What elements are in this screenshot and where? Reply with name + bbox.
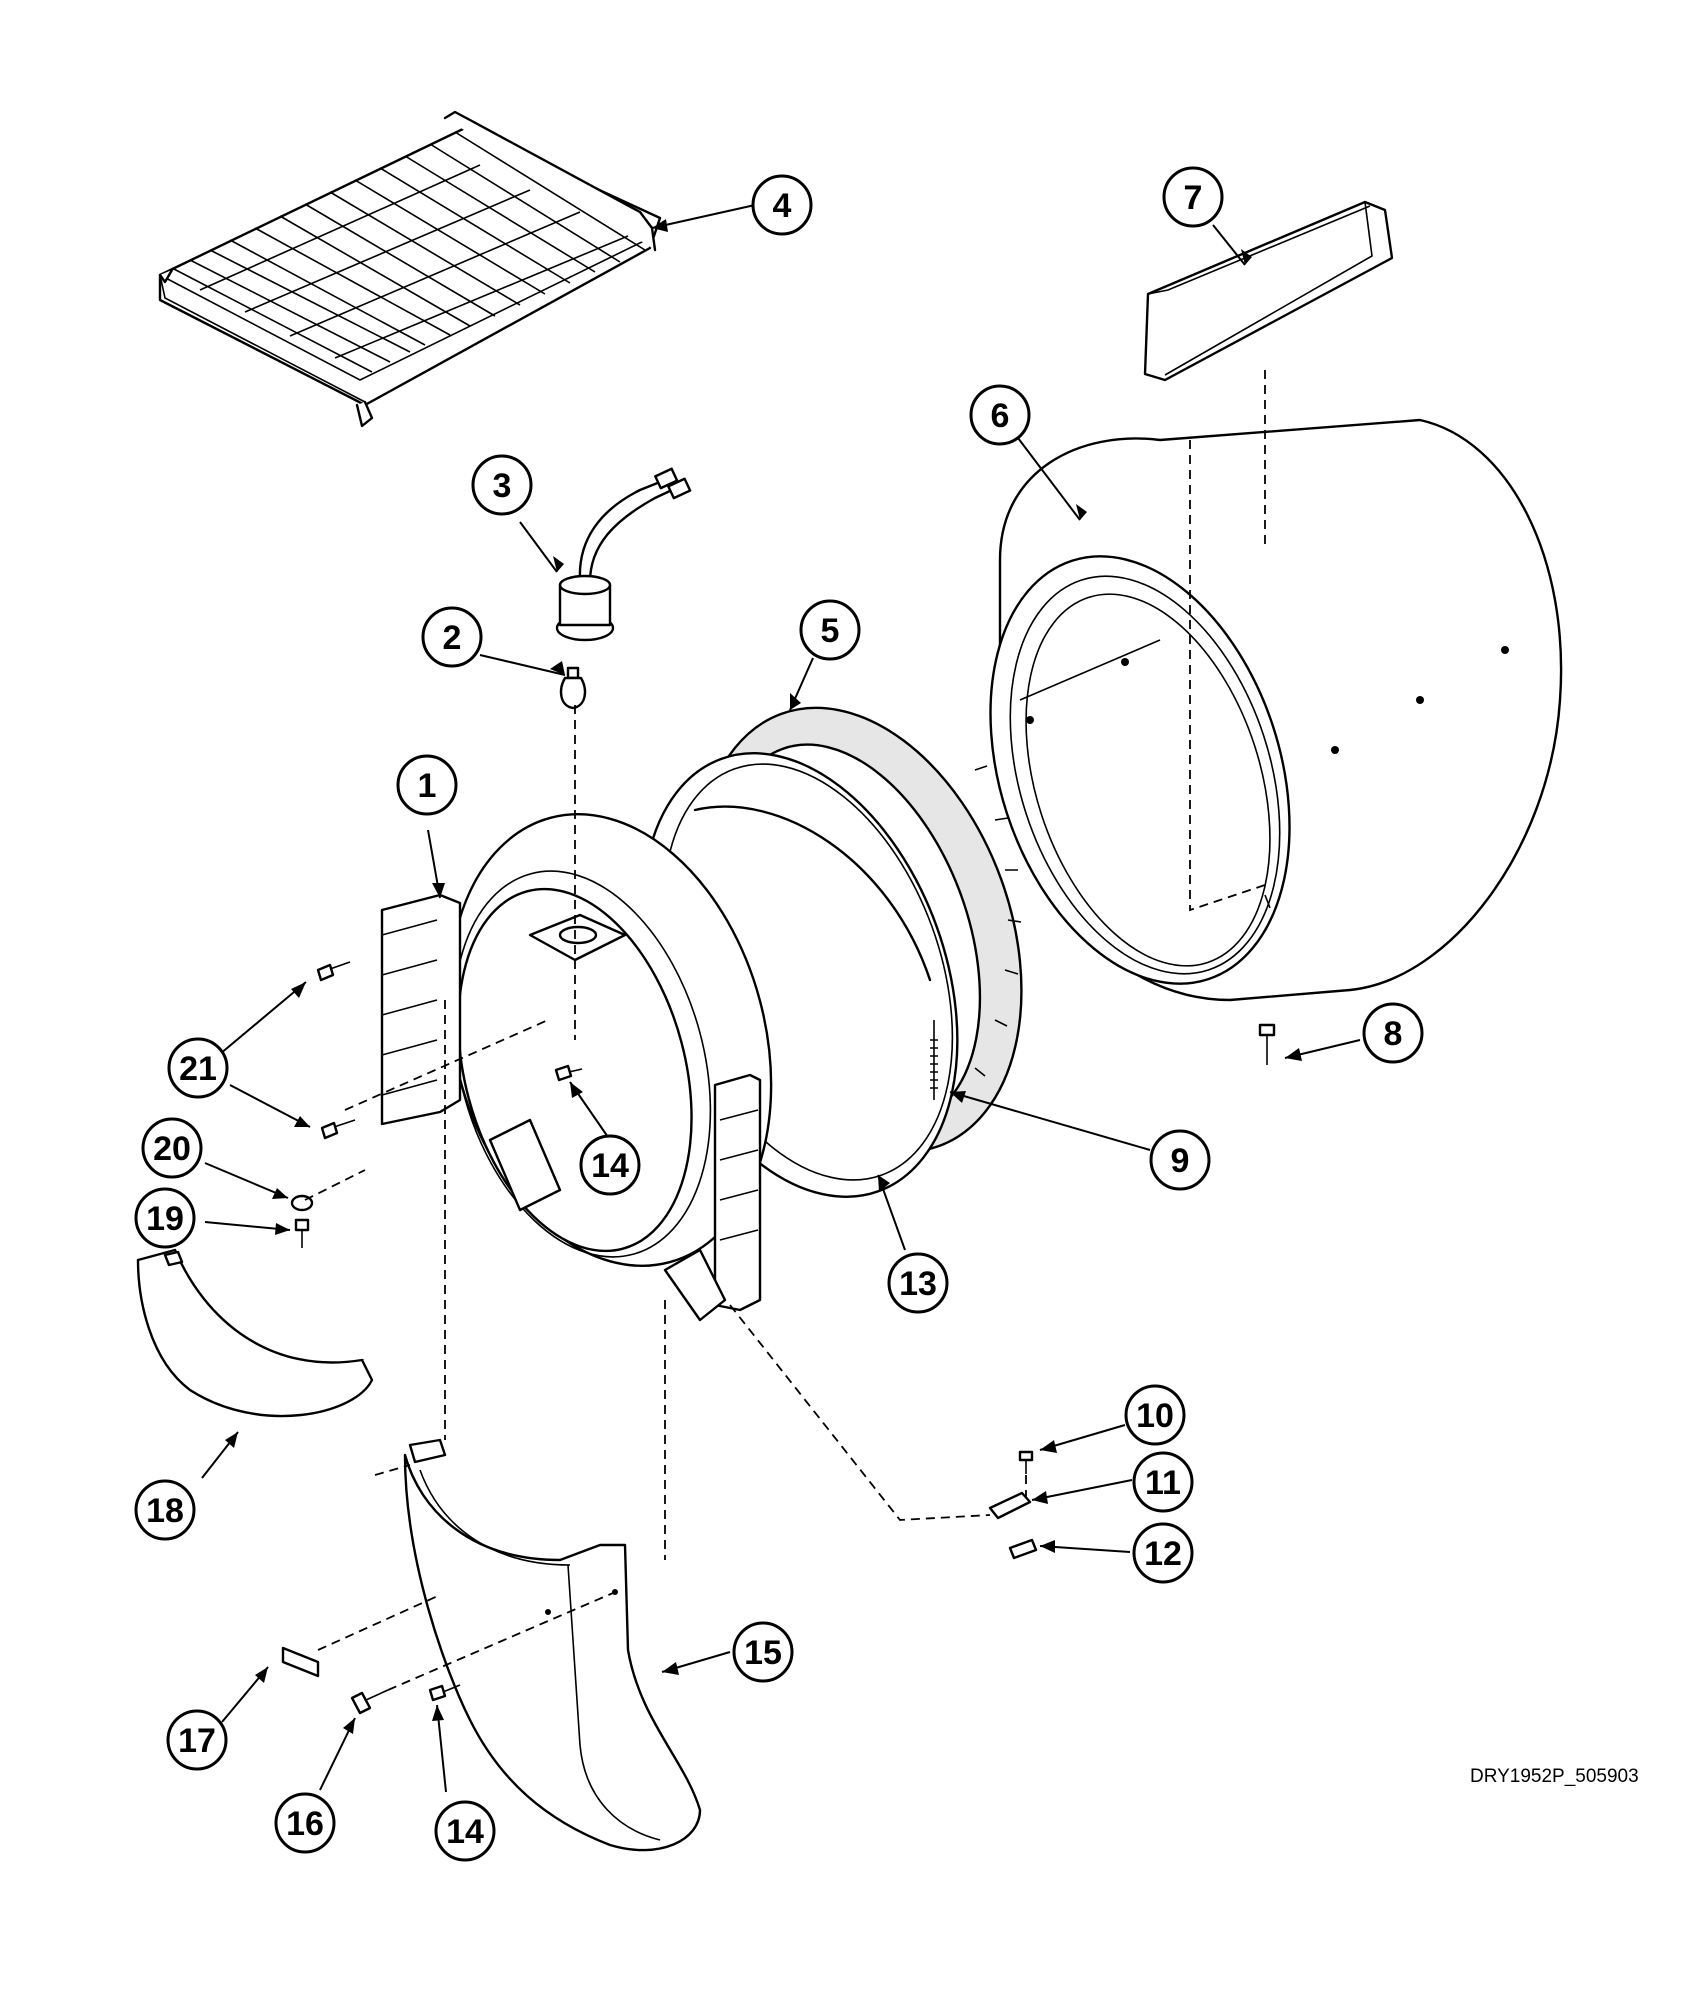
callout-label: 18 [146, 1492, 184, 1530]
callout-6: 6 [969, 384, 1031, 446]
screw-14-upper [554, 1064, 583, 1082]
callout-11: 11 [1132, 1451, 1194, 1513]
callout-label: 15 [744, 1634, 782, 1672]
callout-20: 20 [141, 1117, 203, 1179]
callout-label: 11 [1145, 1464, 1181, 1502]
callout-label: 16 [286, 1805, 324, 1843]
callout-16: 16 [274, 1792, 336, 1854]
callout-label: 3 [493, 467, 512, 505]
callout-18: 18 [134, 1479, 196, 1541]
callout-17: 17 [166, 1709, 228, 1771]
dryer-drum [989, 418, 1563, 1002]
callout-label: 20 [153, 1130, 191, 1168]
screw-21-lower [320, 1119, 356, 1140]
warning-label [281, 1646, 320, 1678]
callout-1: 1 [396, 754, 458, 816]
callout-label: 21 [179, 1050, 217, 1088]
push-pin-16 [350, 1689, 389, 1715]
drying-rack [158, 110, 662, 428]
callout-12: 12 [1132, 1522, 1194, 1584]
callout-label: 19 [146, 1200, 184, 1238]
lint-duct [403, 1438, 702, 1852]
screw-21-upper [316, 961, 351, 982]
screw-14-lower [428, 1684, 461, 1702]
callout-15: 15 [732, 1621, 794, 1683]
callout-label: 17 [178, 1722, 216, 1760]
callout-7: 7 [1162, 166, 1224, 228]
arrowheads [225, 219, 1302, 1734]
callout-label: 13 [899, 1265, 937, 1303]
screw-8 [1258, 1023, 1276, 1065]
callout-14-upper: 14 [579, 1134, 641, 1196]
callout-label: 6 [991, 397, 1010, 435]
callout-8: 8 [1362, 1002, 1424, 1064]
callout-label: 4 [773, 187, 792, 225]
callout-label: 14 [446, 1813, 484, 1851]
callout-9: 9 [1149, 1129, 1211, 1191]
callout-label: 8 [1384, 1015, 1403, 1053]
screw-10 [1018, 1450, 1034, 1474]
callout-4: 4 [751, 174, 813, 236]
callout-label: 1 [418, 767, 437, 805]
assembly-guide-lines [304, 370, 1266, 1691]
drawing-id: DRY1952P_505903 [1470, 1766, 1639, 1787]
lint-filter [136, 1248, 374, 1418]
callout-13: 13 [887, 1252, 949, 1314]
screw-19 [294, 1218, 310, 1248]
callout-label: 9 [1171, 1142, 1190, 1180]
lamp-bulb [559, 666, 587, 710]
callout-3: 3 [471, 454, 533, 516]
callout-label: 7 [1184, 179, 1203, 217]
callout-19: 19 [134, 1187, 196, 1249]
lamp-socket [555, 467, 692, 642]
callout-2: 2 [421, 606, 483, 668]
callout-14-lower: 14 [434, 1800, 496, 1862]
pad-12 [1008, 1538, 1038, 1560]
callout-5: 5 [799, 599, 861, 661]
callout-label: 5 [821, 612, 840, 650]
callout-label: 14 [591, 1147, 629, 1185]
callout-10: 10 [1124, 1384, 1186, 1446]
callout-21: 21 [167, 1037, 229, 1099]
callout-label: 10 [1136, 1397, 1174, 1435]
drum-baffle [1143, 200, 1394, 382]
tension-spring [693, 805, 938, 1100]
callout-label: 12 [1144, 1535, 1182, 1573]
callout-label: 2 [443, 619, 462, 657]
clip-11 [988, 1491, 1032, 1520]
